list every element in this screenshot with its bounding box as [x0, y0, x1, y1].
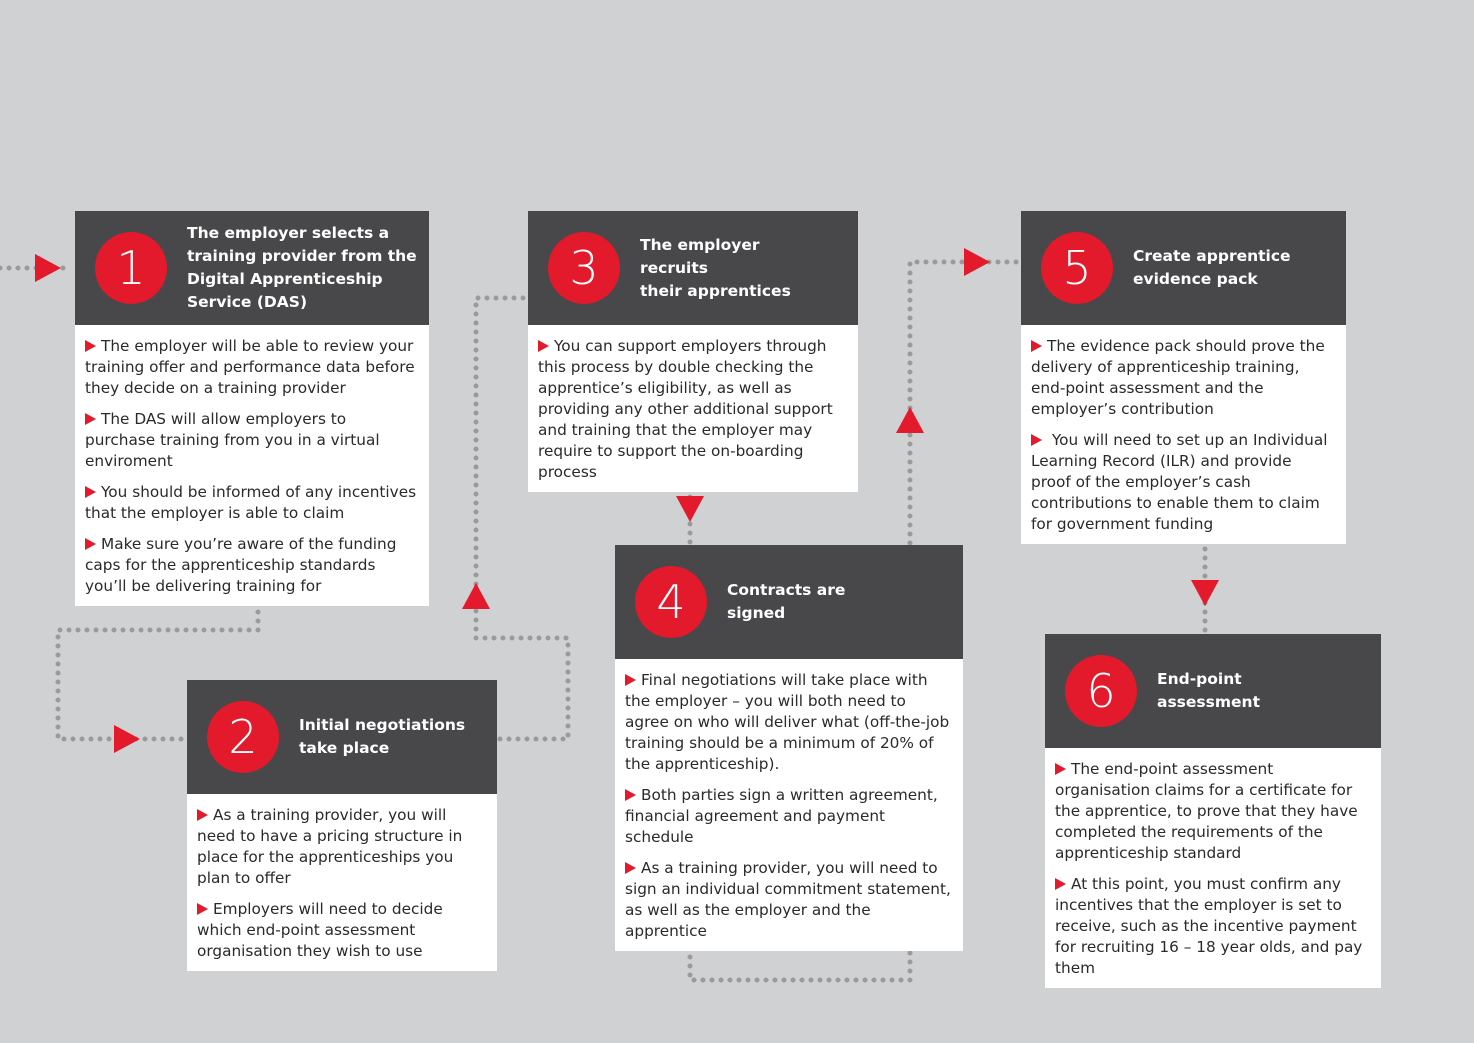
step-5-title: Create apprentice evidence pack — [1133, 247, 1291, 288]
step-4-bullet: Final negotiations will take place with … — [625, 671, 950, 773]
step-1-number-badge: 1 — [95, 232, 167, 304]
step-5-bullet: You will need to set up an Individual Le… — [1031, 431, 1328, 533]
step-3-card: 3 The employer recruits their apprentice… — [528, 211, 858, 492]
dotted-connector-line — [473, 295, 571, 742]
step-3-header: 3 The employer recruits their apprentice… — [528, 211, 858, 325]
red-triangle-bullet-icon — [85, 538, 96, 550]
dotted-connector-line — [55, 591, 261, 742]
step-4-card: 4 Contracts are signed Final negotiation… — [615, 545, 963, 951]
step-6-header: 6 End-point assessment — [1045, 634, 1381, 748]
step-1-bullet: The DAS will allow employers to purchase… — [85, 410, 380, 470]
arrow-up-icon — [462, 583, 490, 609]
step-2-bullet: Employers will need to decide which end-… — [197, 900, 443, 960]
step-2-body: As a training provider, you will need to… — [187, 794, 497, 971]
red-triangle-bullet-icon — [85, 413, 96, 425]
step-6-body: The end-point assessment organisation cl… — [1045, 748, 1381, 988]
step-1-card: 1 The employer selects a training provid… — [75, 211, 429, 606]
step-5-body: The evidence pack should prove the deliv… — [1021, 325, 1346, 544]
step-3-body: You can support employers through this p… — [528, 325, 858, 492]
step-2-number-badge: 2 — [207, 701, 279, 773]
arrow-up-icon — [896, 407, 924, 433]
arrow-down-icon — [1191, 580, 1219, 606]
arrow-down-icon — [676, 496, 704, 522]
step-3-title: The employer recruits their apprentices — [640, 235, 791, 300]
arrow-right-icon — [114, 725, 140, 753]
step-6-card: 6 End-point assessment The end-point ass… — [1045, 634, 1381, 988]
step-1-body: The employer will be able to review your… — [75, 325, 429, 606]
dotted-connector-line — [907, 259, 1022, 546]
red-triangle-bullet-icon — [197, 903, 208, 915]
step-1-bullet: Make sure you’re aware of the funding ca… — [85, 535, 397, 595]
red-triangle-bullet-icon — [1055, 763, 1066, 775]
step-5-bullet: The evidence pack should prove the deliv… — [1031, 337, 1325, 418]
red-triangle-bullet-icon — [85, 486, 96, 498]
step-2-title: Initial negotiations take place — [299, 716, 466, 757]
arrow-right-icon — [35, 254, 61, 282]
red-triangle-bullet-icon — [538, 340, 549, 352]
step-3-number-badge: 3 — [548, 232, 620, 304]
step-5-card: 5 Create apprentice evidence pack The ev… — [1021, 211, 1346, 544]
step-3-bullet: You can support employers through this p… — [538, 337, 833, 481]
step-2-bullet: As a training provider, you will need to… — [197, 806, 463, 887]
step-1-header: 1 The employer selects a training provid… — [75, 211, 429, 325]
red-triangle-bullet-icon — [1031, 434, 1042, 446]
step-5-number-badge: 5 — [1041, 232, 1113, 304]
red-triangle-bullet-icon — [197, 809, 208, 821]
step-1-title: The employer selects a training provider… — [187, 224, 417, 311]
red-triangle-bullet-icon — [625, 862, 636, 874]
arrow-right-icon — [964, 248, 990, 276]
step-6-title: End-point assessment — [1157, 670, 1260, 711]
red-triangle-bullet-icon — [1031, 340, 1042, 352]
step-5-header: 5 Create apprentice evidence pack — [1021, 211, 1346, 325]
step-6-bullet: The end-point assessment organisation cl… — [1055, 760, 1358, 862]
step-1-bullet: You should be informed of any incentives… — [85, 483, 417, 522]
step-4-bullet: As a training provider, you will need to… — [625, 859, 951, 940]
step-4-header: 4 Contracts are signed — [615, 545, 963, 659]
red-triangle-bullet-icon — [85, 340, 96, 352]
red-triangle-bullet-icon — [625, 789, 636, 801]
step-1-bullet: The employer will be able to review your… — [85, 337, 415, 397]
red-triangle-bullet-icon — [1055, 878, 1066, 890]
step-2-card: 2 Initial negotiations take place As a t… — [187, 680, 497, 971]
step-4-body: Final negotiations will take place with … — [615, 659, 963, 951]
step-4-number-badge: 4 — [635, 566, 707, 638]
step-6-number-badge: 6 — [1065, 655, 1137, 727]
step-2-header: 2 Initial negotiations take place — [187, 680, 497, 794]
step-6-bullet: At this point, you must confirm any ince… — [1055, 875, 1363, 977]
step-4-title: Contracts are signed — [727, 581, 846, 622]
step-4-bullet: Both parties sign a written agreement, f… — [625, 786, 938, 846]
red-triangle-bullet-icon — [625, 674, 636, 686]
